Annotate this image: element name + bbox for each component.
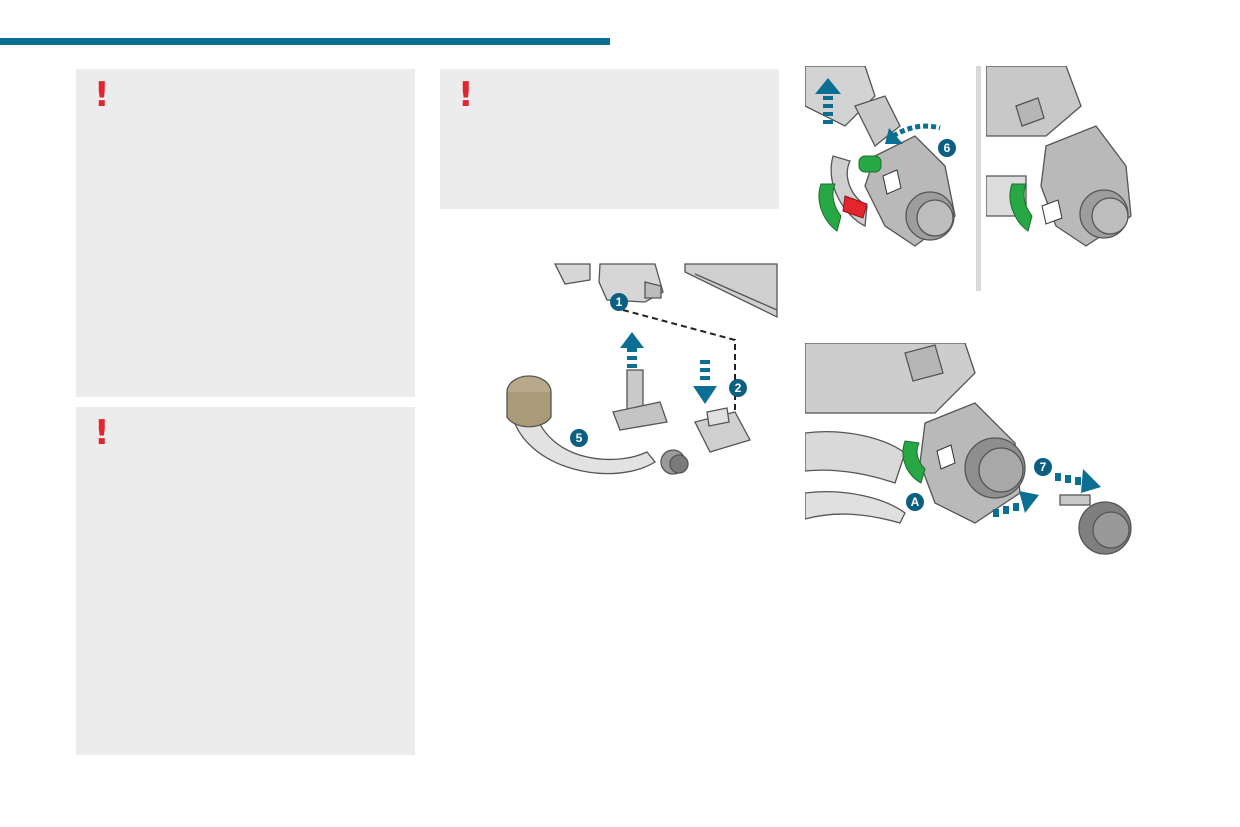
- lock-knob-locked-illustration: [986, 66, 1141, 256]
- cap-removal-illustration: 7 A: [805, 343, 1145, 565]
- warning-box-2: !: [76, 407, 415, 755]
- header-rule: [0, 38, 610, 45]
- lock-knob-turn-illustration: 6: [805, 66, 972, 256]
- svg-text:7: 7: [1040, 460, 1047, 474]
- svg-text:5: 5: [576, 431, 583, 445]
- svg-text:6: 6: [944, 141, 951, 155]
- warning-exclamation-icon: !: [94, 413, 110, 453]
- illustration-divider: [976, 66, 981, 291]
- warning-exclamation-icon: !: [94, 75, 110, 115]
- svg-text:2: 2: [735, 381, 742, 395]
- warning-exclamation-icon: !: [458, 75, 474, 115]
- step-badge-2: 2: [729, 379, 747, 397]
- step-badge-1: 1: [610, 293, 628, 311]
- svg-text:1: 1: [616, 295, 623, 309]
- warning-box-1: !: [76, 69, 415, 397]
- step-badge-7: 7: [1034, 458, 1052, 476]
- step-badge-6: 6: [938, 139, 956, 157]
- towball-fitting-illustration: 1 2 5: [495, 262, 780, 512]
- warning-box-3: !: [440, 69, 779, 209]
- step-badge-5: 5: [570, 429, 588, 447]
- step-badge-a: A: [906, 493, 924, 511]
- svg-text:A: A: [911, 495, 920, 509]
